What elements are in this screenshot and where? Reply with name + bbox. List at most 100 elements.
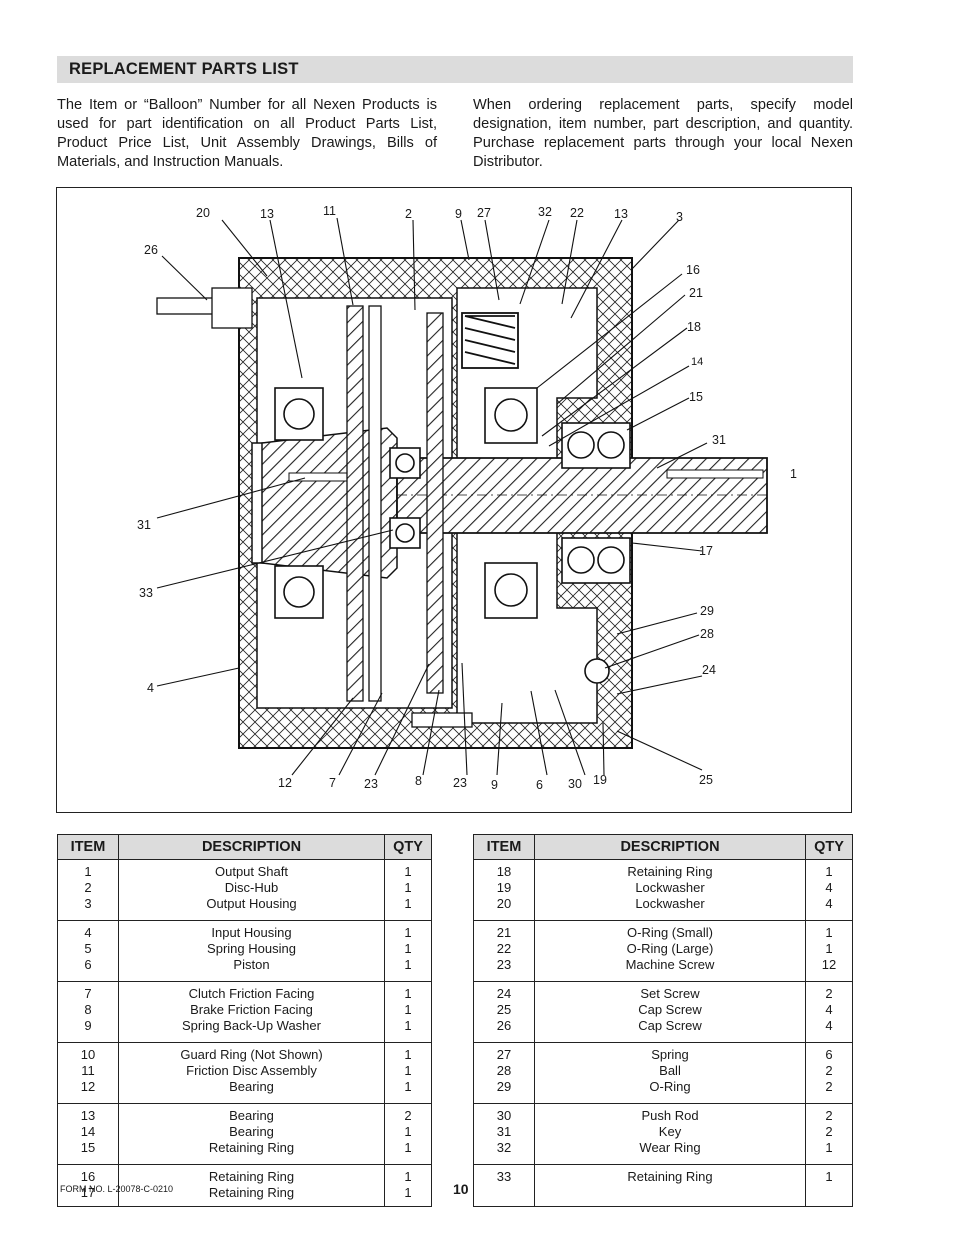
column-header-description: DESCRIPTION (534, 834, 806, 860)
part-qty: 1 (404, 1017, 412, 1033)
item-number: 17 (80, 1184, 96, 1200)
callout-label: 25 (699, 773, 713, 787)
description-cell: Retaining Ring (534, 1164, 806, 1207)
part-qty: 4 (825, 1001, 833, 1017)
part-qty: 1 (404, 956, 412, 972)
callout-label: 26 (144, 243, 158, 257)
callout-label: 23 (453, 776, 467, 790)
part-description: O-Ring (Large) (626, 940, 714, 956)
part-description: Piston (233, 956, 270, 972)
intro-paragraph-left: The Item or “Balloon” Number for all Nex… (57, 97, 437, 170)
callout-label: 9 (491, 778, 498, 792)
part-qty: 1 (404, 1123, 412, 1139)
callout-label: 33 (139, 586, 153, 600)
callout-label: 4 (147, 681, 154, 695)
column-header-description: DESCRIPTION (118, 834, 385, 860)
item-number: 20 (496, 895, 512, 911)
column-header-item: ITEM (57, 834, 119, 860)
item-number: 19 (496, 879, 512, 895)
callout-label: 31 (137, 518, 151, 532)
item-number: 5 (84, 940, 92, 956)
part-description: Machine Screw (625, 956, 715, 972)
part-qty: 1 (404, 879, 412, 895)
part-description: Lockwasher (635, 895, 705, 911)
part-qty: 1 (404, 1139, 412, 1155)
item-number: 9 (84, 1017, 92, 1033)
part-qty: 1 (825, 925, 833, 940)
item-number: 15 (80, 1139, 96, 1155)
part-description: Guard Ring (Not Shown) (180, 1047, 323, 1062)
part-description: Cap Screw (638, 1001, 702, 1017)
callout-label: 29 (700, 604, 714, 618)
callout-label: 13 (260, 207, 274, 221)
item-number: 13 (80, 1108, 96, 1123)
part-description: Bearing (229, 1123, 274, 1139)
callout-label: 21 (689, 286, 703, 300)
part-qty: 1 (404, 1062, 412, 1078)
part-description: Retaining Ring (208, 1184, 295, 1200)
part-description: O-Ring (649, 1078, 691, 1094)
part-description: O-Ring (Small) (627, 925, 713, 940)
part-description: Retaining Ring (208, 1139, 295, 1155)
callout-label: 20 (196, 206, 210, 220)
part-qty: 1 (404, 1001, 412, 1017)
item-number: 11 (81, 1062, 95, 1078)
callout-label: 3 (676, 210, 683, 224)
part-description: Cap Screw (638, 1017, 702, 1033)
form-number: FORM NO. L-20078-C-0210 (60, 1184, 174, 1194)
callout-label: 16 (686, 263, 700, 277)
callout-label: 6 (536, 778, 543, 792)
part-qty: 2 (825, 1062, 833, 1078)
part-description: Spring Housing (207, 940, 296, 956)
description-cell: O-Ring (Small)O-Ring (Large)Machine Scre… (534, 920, 806, 982)
callout-label: 30 (568, 777, 582, 791)
item-number: 14 (80, 1123, 96, 1139)
part-qty: 4 (825, 879, 833, 895)
page-number: 10 (453, 1181, 469, 1197)
part-qty: 2 (825, 1123, 833, 1139)
item-number: 6 (84, 956, 92, 972)
part-qty: 1 (404, 864, 412, 879)
part-qty: 4 (825, 895, 833, 911)
item-number: 3 (84, 895, 92, 911)
callout-label: 23 (364, 777, 378, 791)
item-number: 7 (84, 986, 92, 1001)
item-number: 30 (496, 1108, 512, 1123)
item-number: 23 (496, 956, 512, 972)
page-title: REPLACEMENT PARTS LIST (69, 60, 299, 78)
part-qty: 4 (825, 1017, 833, 1033)
part-description: Lockwasher (635, 879, 705, 895)
item-number: 12 (80, 1078, 96, 1094)
callout-label: 22 (570, 206, 584, 220)
item-number: 31 (496, 1123, 512, 1139)
callout-label: 12 (278, 776, 292, 790)
part-description: Spring Back-Up Washer (182, 1017, 321, 1033)
callout-label: 8 (415, 774, 422, 788)
part-qty: 1 (825, 864, 833, 879)
item-number: 4 (84, 925, 92, 940)
part-qty: 1 (404, 925, 412, 940)
part-description: Retaining Ring (208, 1169, 295, 1184)
